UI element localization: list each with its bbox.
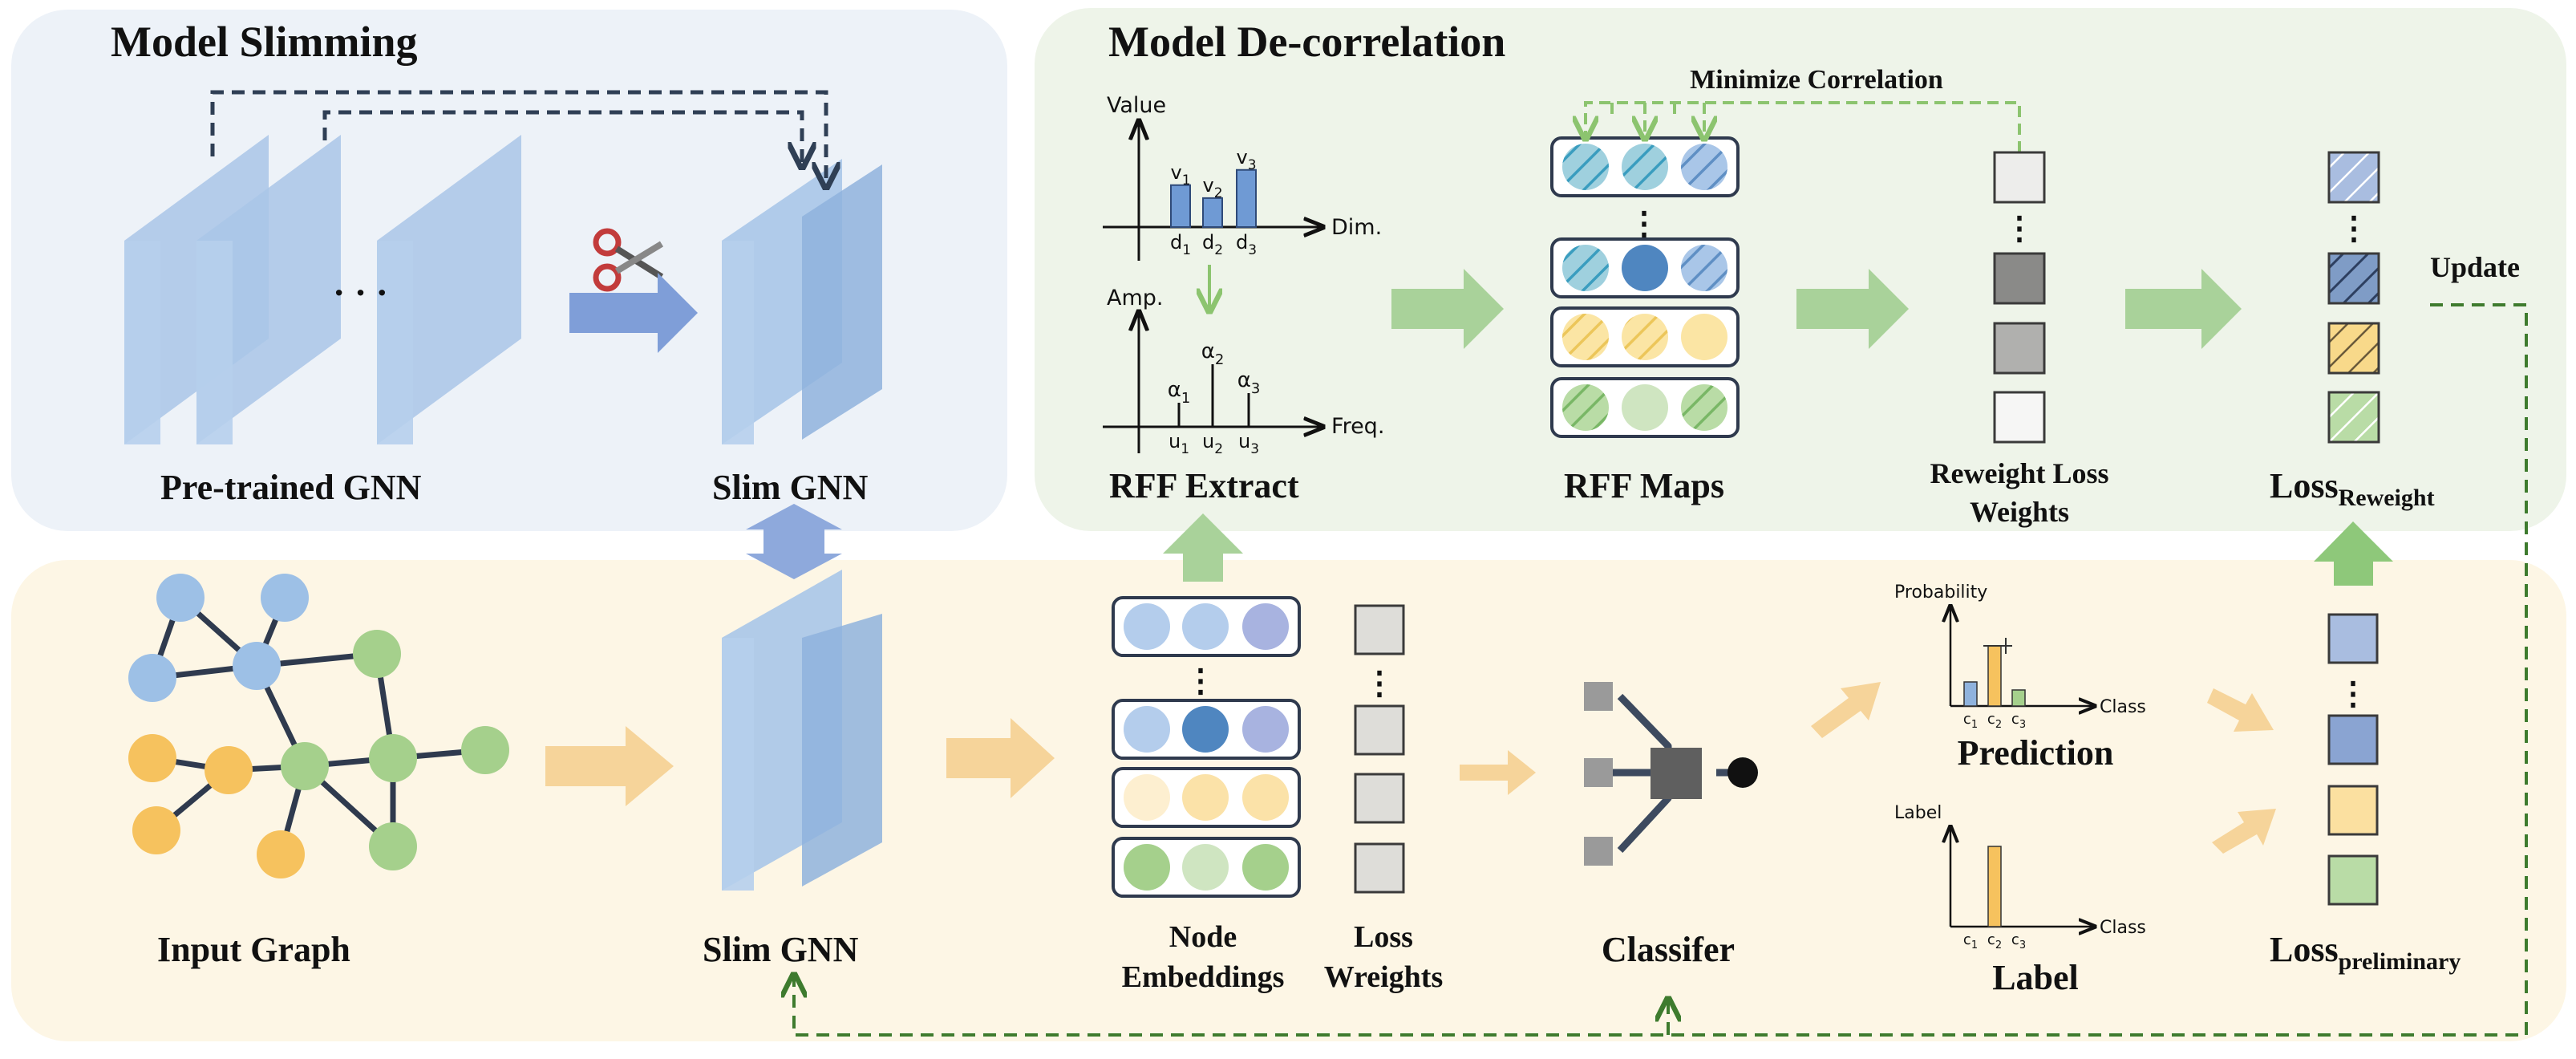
classifier-icon <box>1584 682 1758 866</box>
class-tick-label: c1 <box>1963 711 1978 731</box>
slim-gnn-top-label: Slim GNN <box>712 468 869 507</box>
rff-maps-label: RFF Maps <box>1564 466 1724 505</box>
prediction-label: Prediction <box>1958 733 2114 773</box>
rff-extract-label: RFF Extract <box>1109 466 1299 505</box>
slim-gnn-bottom-label: Slim GNN <box>703 930 859 969</box>
loss-preliminary-stack: ⋮ <box>2327 613 2379 906</box>
minimize-correlation-dashed <box>1586 101 2021 152</box>
reweight-up-arrow <box>2314 521 2393 586</box>
reweight-loss-weights-label-2: Weights <box>1970 496 2069 528</box>
layer-ellipsis: · · · <box>333 272 388 313</box>
alpha-label: α3 <box>1237 368 1261 397</box>
bar-value-label: v3 <box>1236 146 1256 173</box>
rff-up-arrow <box>1163 513 1243 582</box>
skip-connection-dashed <box>322 110 802 164</box>
value-bar <box>1236 168 1257 228</box>
model-decorrelation-title: Model De-correlation <box>1108 18 1505 66</box>
svg-text:⋮: ⋮ <box>1628 205 1660 241</box>
flow-arrow-green <box>1796 269 1909 349</box>
y-axis-label: Amp. <box>1107 286 1164 310</box>
loss-reweight-stack: ⋮ <box>2327 151 2380 444</box>
loss-weights: ⋮ <box>1354 604 1405 894</box>
class-bar <box>1987 645 2002 707</box>
svg-text:⋮: ⋮ <box>1363 665 1395 701</box>
bar-value-label: v2 <box>1202 174 1222 201</box>
rff-maps: ⋮ <box>1550 136 1740 438</box>
dim-tick-label: d3 <box>1236 231 1257 258</box>
gnn-layer <box>124 135 521 444</box>
class-bar <box>1987 846 2002 927</box>
label-label: Label <box>1992 958 2079 997</box>
prune-arrow <box>569 273 698 353</box>
slim-gnn-top-stack <box>722 159 882 444</box>
flow-arrow <box>1811 682 1881 738</box>
x-axis-label: Class <box>2100 697 2146 717</box>
alpha-label: α1 <box>1168 378 1191 407</box>
update-label: Update <box>2430 251 2520 283</box>
dim-tick-label: d2 <box>1202 231 1223 258</box>
flow-arrow <box>2207 688 2274 732</box>
svg-text:⋮: ⋮ <box>1185 663 1217 699</box>
class-tick-label: c2 <box>1987 711 2002 731</box>
graph-nodes <box>128 574 509 878</box>
minimize-correlation-label: Minimize Correlation <box>1690 65 1943 95</box>
skip-connection-dashed <box>210 90 826 185</box>
loss-reweight-label: LossReweight <box>2270 466 2435 511</box>
y-axis-label: Probability <box>1894 582 1987 603</box>
bar-value-label: v1 <box>1170 161 1190 189</box>
dim-tick-label: d1 <box>1170 231 1191 258</box>
svg-text:⋮: ⋮ <box>2337 676 2369 712</box>
node-embeddings-label: Node <box>1169 920 1237 954</box>
input-graph-label: Input Graph <box>157 930 350 969</box>
loss-weights-label-2: Wreights <box>1324 960 1444 994</box>
reweight-loss-weights-label: Reweight Loss <box>1930 457 2109 489</box>
class-tick-label: c3 <box>2011 931 2026 951</box>
x-axis-label: Class <box>2100 918 2146 938</box>
model-decorrelation-panel <box>1035 8 2566 531</box>
classifier-label: Classifer <box>1602 930 1735 969</box>
x-axis-label: Freq. <box>1331 414 1384 439</box>
freq-tick-label: u2 <box>1202 430 1223 457</box>
svg-text:⋮: ⋮ <box>2003 210 2035 246</box>
freq-tick-label: u1 <box>1169 430 1189 457</box>
flow-arrow <box>1460 750 1536 795</box>
class-tick-label: c3 <box>2011 711 2026 731</box>
alpha-label: α2 <box>1201 339 1225 368</box>
node-embeddings: ⋮ <box>1112 596 1301 898</box>
node-embeddings-label-2: Embeddings <box>1122 960 1285 994</box>
y-axis-label: Value <box>1107 93 1166 118</box>
loss-preliminary-label: Losspreliminary <box>2270 930 2461 975</box>
y-axis-label: Label <box>1894 803 1942 823</box>
value-bar <box>1202 197 1223 228</box>
class-bar <box>1963 681 1978 707</box>
freq-tick-label: u3 <box>1238 430 1259 457</box>
update-dashed-loop <box>794 303 2528 1037</box>
loss-weights-label: Loss <box>1354 920 1413 954</box>
scissors-icon <box>593 228 664 292</box>
flow-arrow-green <box>1391 269 1504 349</box>
pretrained-gnn-stack <box>124 135 521 444</box>
value-bar <box>1170 184 1191 228</box>
slim-gnn-bottom-stack <box>722 570 882 891</box>
x-axis-label: Dim. <box>1331 215 1382 240</box>
model-slimming-title: Model Slimming <box>111 18 418 66</box>
class-tick-label: c1 <box>1963 931 1978 951</box>
weight-share-arrow <box>746 504 842 579</box>
svg-text:⋮: ⋮ <box>2338 210 2370 246</box>
class-tick-label: c2 <box>1987 931 2002 951</box>
flow-arrow <box>545 726 674 806</box>
pretrained-gnn-label: Pre-trained GNN <box>160 468 422 507</box>
reweight-loss-weights: ⋮ <box>1993 151 2046 444</box>
flow-arrow <box>946 718 1055 798</box>
flow-arrow-green <box>2125 269 2242 349</box>
flow-arrow <box>2212 809 2276 854</box>
class-bar <box>2011 689 2026 707</box>
